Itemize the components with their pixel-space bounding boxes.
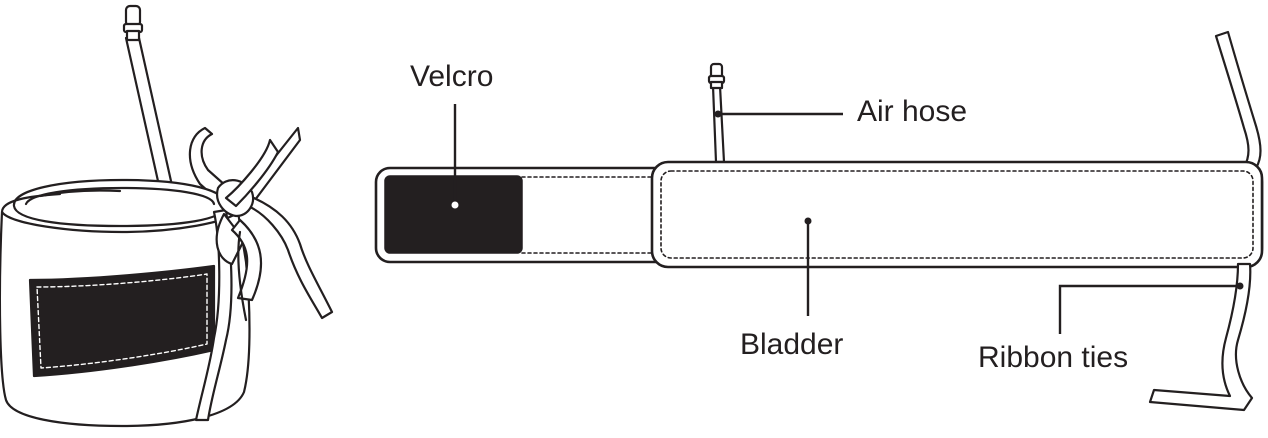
assembled-ribbon-front	[194, 138, 334, 422]
callout-dots	[451, 110, 1244, 290]
velcro-patch	[384, 175, 523, 254]
ribbon-ties-dot	[1236, 282, 1244, 290]
flat-air-hose	[707, 62, 726, 164]
ribbon-tie-upper	[1214, 30, 1262, 170]
assembled-air-hose	[122, 4, 175, 192]
cylinder-top-rim	[12, 178, 228, 228]
cuff-velcro-stitch	[36, 273, 208, 369]
air-hose-dot	[714, 110, 722, 118]
assembled-cuff-illustration	[0, 4, 334, 428]
velcro-dot	[451, 201, 459, 209]
strap-stitch-left	[521, 176, 653, 254]
ribbon-ties-label: Ribbon ties	[978, 341, 1128, 374]
bladder-label: Bladder	[740, 328, 843, 361]
air-hose-label: Air hose	[857, 95, 967, 128]
ribbon-tie-lower	[1148, 262, 1254, 412]
callout-leaders	[453, 104, 1240, 334]
velcro-label: Velcro	[410, 60, 493, 93]
bladder-pocket	[650, 160, 1264, 269]
ribbon-ties-leader	[1058, 284, 1240, 334]
bladder-stitch	[660, 170, 1254, 259]
flat-cuff-illustration	[374, 30, 1264, 412]
bladder-dot	[804, 217, 812, 225]
